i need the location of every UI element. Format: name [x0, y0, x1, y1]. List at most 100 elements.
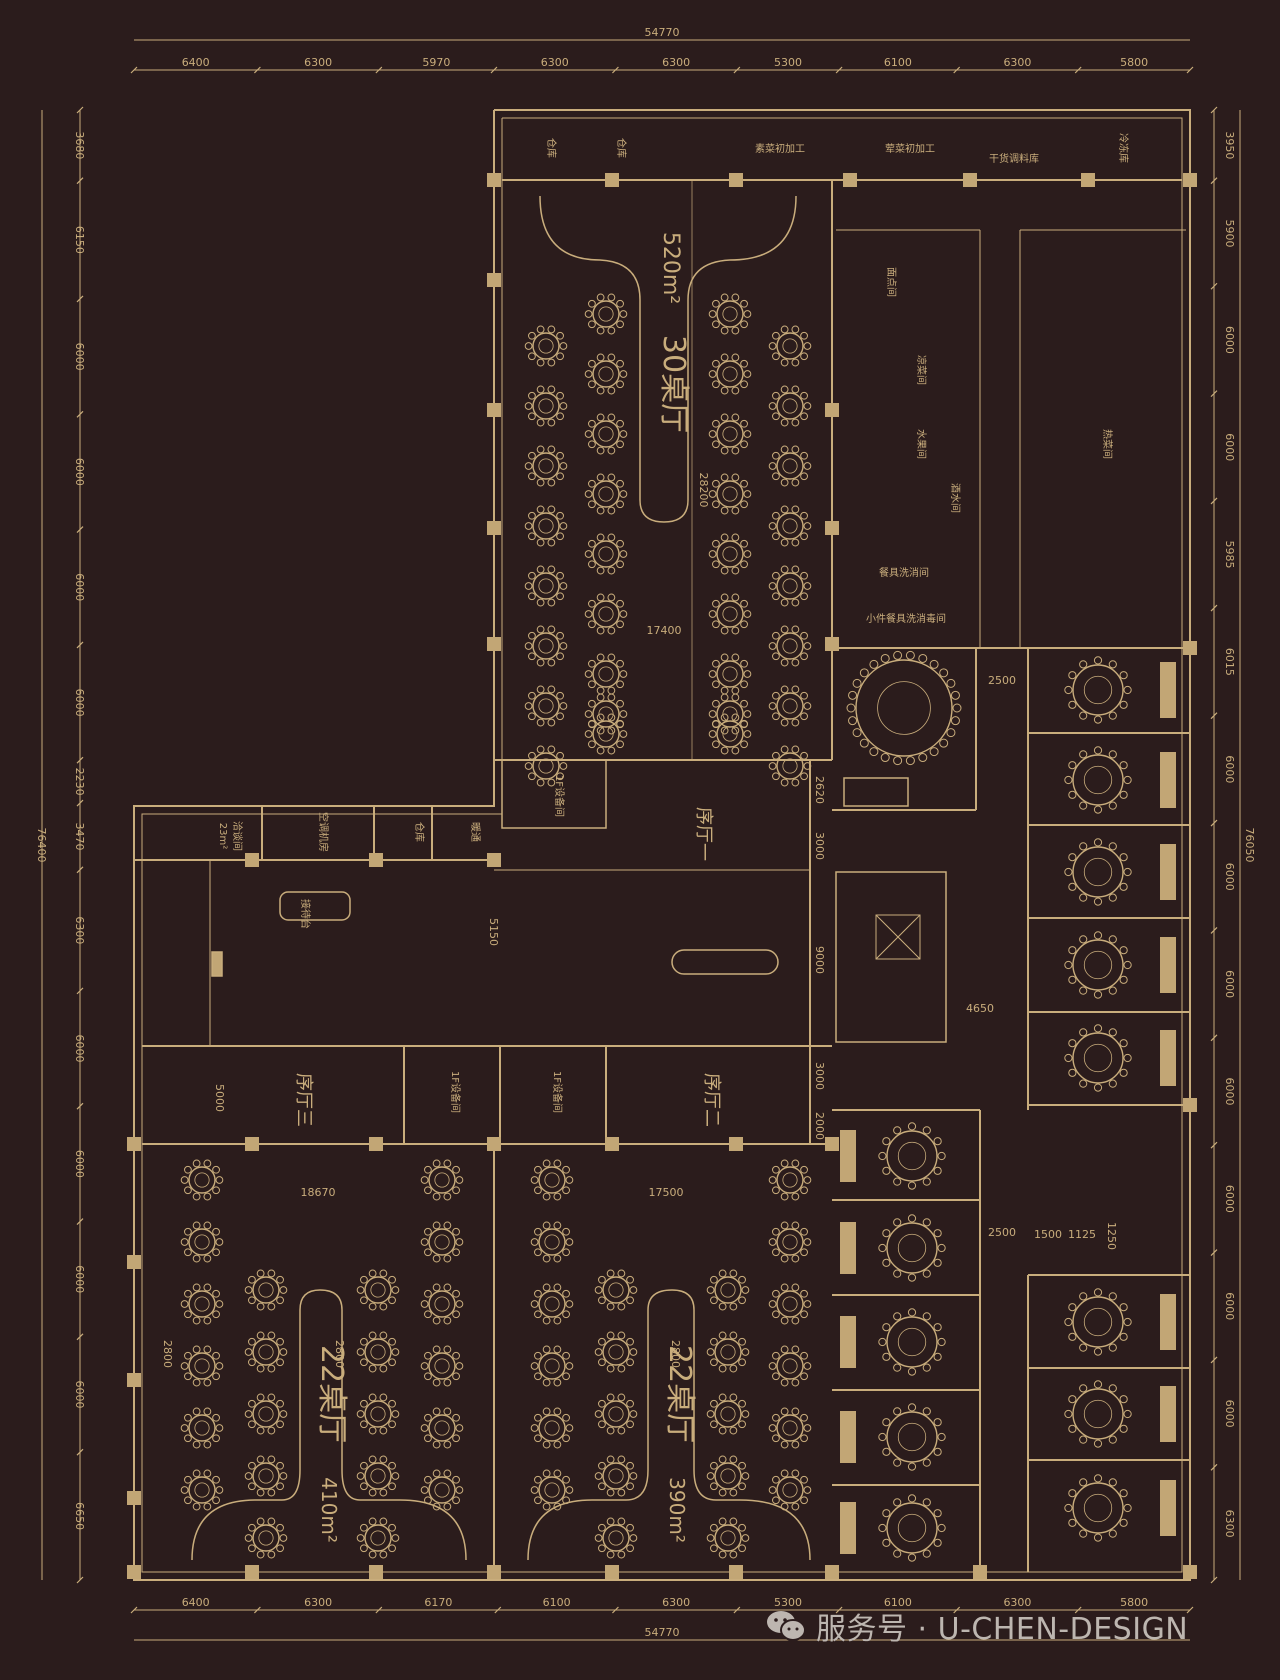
- watermark-text: 服务号 · U-CHEN-DESIGN: [816, 1612, 1189, 1647]
- dim-label: 3470: [73, 822, 86, 850]
- round-table: [584, 473, 628, 515]
- round-table: [584, 653, 628, 695]
- dim-tick: [76, 641, 84, 649]
- foyer-labels: 序厅一 序厅二 序厅三: [293, 807, 722, 1127]
- round-table: [768, 1283, 812, 1325]
- round-table: [706, 1455, 750, 1497]
- dim-tick: [76, 177, 84, 185]
- round-table: [524, 385, 568, 427]
- round-table: [1064, 838, 1132, 906]
- round-table: [846, 650, 962, 766]
- round-table: [584, 353, 628, 395]
- room-front-desk: 接待台: [299, 899, 312, 929]
- dim-tick: [1210, 1141, 1218, 1149]
- round-table: [244, 1331, 288, 1373]
- room-hot-kitchen: 热菜间: [1101, 429, 1114, 459]
- round-table: [708, 473, 752, 515]
- dim-tick: [1210, 1034, 1218, 1042]
- dimension-texts: 54770 54770 76400 76050: [35, 26, 1256, 1639]
- column: [487, 1565, 501, 1579]
- dim-label: 5300: [774, 1596, 802, 1609]
- round-table: [768, 1345, 812, 1387]
- dim-tick: [130, 1606, 138, 1614]
- dim-label: 6000: [1223, 1077, 1236, 1105]
- room-hvac: 暖通: [469, 822, 482, 842]
- hall-22-left-area: 410m²: [317, 1477, 341, 1543]
- column: [245, 1565, 259, 1579]
- room-equip-2: 1F设备间: [449, 1071, 462, 1113]
- dim-tick: [253, 66, 261, 74]
- dim-label: 6000: [73, 458, 86, 486]
- column: [127, 1255, 141, 1269]
- round-table: [524, 445, 568, 487]
- dim-3000a: 3000: [813, 832, 826, 860]
- dim-label: 5300: [774, 56, 802, 69]
- sofa: [840, 1411, 856, 1463]
- room-seafood: 水果间: [915, 429, 928, 459]
- round-table: [878, 1122, 946, 1190]
- dim-tick: [76, 866, 84, 874]
- dim-tick: [1210, 106, 1218, 114]
- hall-22-right-title: 22桌厅: [662, 1345, 697, 1443]
- column: [245, 1137, 259, 1151]
- dim-5150: 5150: [487, 918, 500, 946]
- dim-label: 6300: [73, 916, 86, 944]
- dimension-ticks: [76, 66, 1218, 1614]
- round-table: [594, 1455, 638, 1497]
- round-table: [706, 1331, 750, 1373]
- banquet-tables: [180, 293, 1132, 1562]
- round-table: [878, 1214, 946, 1282]
- dim-tick: [375, 1606, 383, 1614]
- round-table: [524, 685, 568, 727]
- room-lounge-area: 23m²: [217, 823, 228, 849]
- round-table: [706, 1517, 750, 1559]
- dim-tick: [76, 987, 84, 995]
- dim-label: 6000: [73, 343, 86, 371]
- round-table: [244, 1269, 288, 1311]
- column: [245, 853, 259, 867]
- dim-tick: [494, 1606, 502, 1614]
- column: [843, 173, 857, 187]
- round-table: [530, 1221, 574, 1263]
- round-table: [768, 1469, 812, 1511]
- dim-label: 6400: [182, 56, 210, 69]
- dim-18670: 18670: [301, 1186, 336, 1199]
- dim-label: 5985: [1223, 541, 1236, 569]
- room-equip-1: 1F设备间: [553, 775, 566, 817]
- round-table: [1064, 931, 1132, 999]
- round-table: [878, 1308, 946, 1376]
- dim-tick: [612, 1606, 619, 1614]
- column: [729, 1565, 743, 1579]
- round-table: [420, 1345, 464, 1387]
- round-table: [768, 565, 812, 607]
- column: [605, 173, 619, 187]
- dim-label: 2230: [73, 768, 86, 796]
- dim-label: 3680: [73, 131, 86, 159]
- round-table: [584, 693, 628, 735]
- column: [973, 1565, 987, 1579]
- dim-tick: [612, 66, 619, 74]
- dim-tick: [1210, 1576, 1218, 1584]
- hall-30-area: 520m²: [658, 232, 683, 304]
- column: [605, 1565, 619, 1579]
- dim-label: 6000: [1223, 970, 1236, 998]
- room-storage-3: 仓库: [413, 822, 426, 842]
- foyer-1: 序厅一: [693, 807, 714, 861]
- round-table: [594, 1517, 638, 1559]
- round-table: [1064, 1474, 1132, 1542]
- dim-tick: [76, 1448, 84, 1456]
- dim-label: 6300: [1223, 1510, 1236, 1538]
- dim-2500b: 2500: [988, 1226, 1016, 1239]
- dim-tick: [1210, 927, 1218, 934]
- room-storage-1: 仓库: [545, 138, 558, 158]
- dim-tick: [1210, 604, 1218, 612]
- room-beverage: 酒水间: [949, 483, 962, 513]
- column: [729, 173, 743, 187]
- dim-tick: [76, 1333, 84, 1341]
- dim-label: 6300: [662, 56, 690, 69]
- round-table: [594, 1331, 638, 1373]
- room-cold-storage: 冷冻库: [1117, 133, 1130, 163]
- dim-label: 6300: [541, 56, 569, 69]
- dim-5000: 5000: [213, 1084, 226, 1112]
